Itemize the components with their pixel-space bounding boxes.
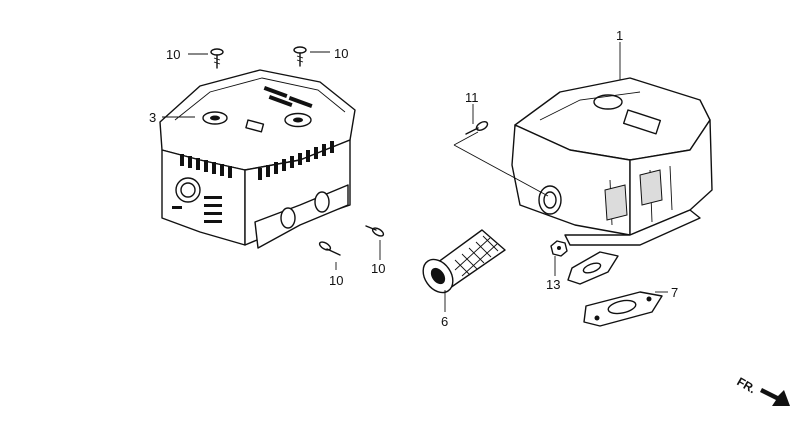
callout-1: 1 (616, 28, 623, 43)
callout-3: 3 (149, 110, 156, 125)
muffler-protector (159, 69, 356, 249)
top-vents (263, 86, 313, 108)
callout-10-lower-right: 10 (371, 261, 385, 276)
front-vents (180, 154, 232, 178)
callout-10-lower-left: 10 (329, 273, 343, 288)
callout-10-top-left: 10 (166, 47, 180, 62)
spark-arrester (422, 229, 506, 294)
bolt-11 (465, 121, 489, 135)
callout-10-top-right: 10 (334, 46, 348, 61)
leader-lines (162, 42, 668, 312)
callout-11: 11 (465, 90, 479, 105)
muffler (511, 77, 713, 246)
nut-13 (550, 240, 568, 257)
gasket (583, 291, 663, 327)
callout-6: 6 (441, 314, 448, 329)
bolt-10-top-right (293, 46, 307, 67)
bolt-10-lower-left (318, 241, 341, 256)
side-vents (258, 141, 334, 180)
front-label: FR. (735, 374, 759, 396)
gasket-mounted (567, 251, 619, 285)
bolt-10-top-left (210, 48, 224, 69)
callout-7: 7 (671, 285, 678, 300)
screen-mesh (454, 235, 499, 277)
callout-13: 13 (546, 277, 560, 292)
front-arrow-icon (760, 388, 790, 406)
front-direction-indicator: FR. (735, 374, 790, 406)
bolt-10-lower-right (365, 225, 385, 237)
